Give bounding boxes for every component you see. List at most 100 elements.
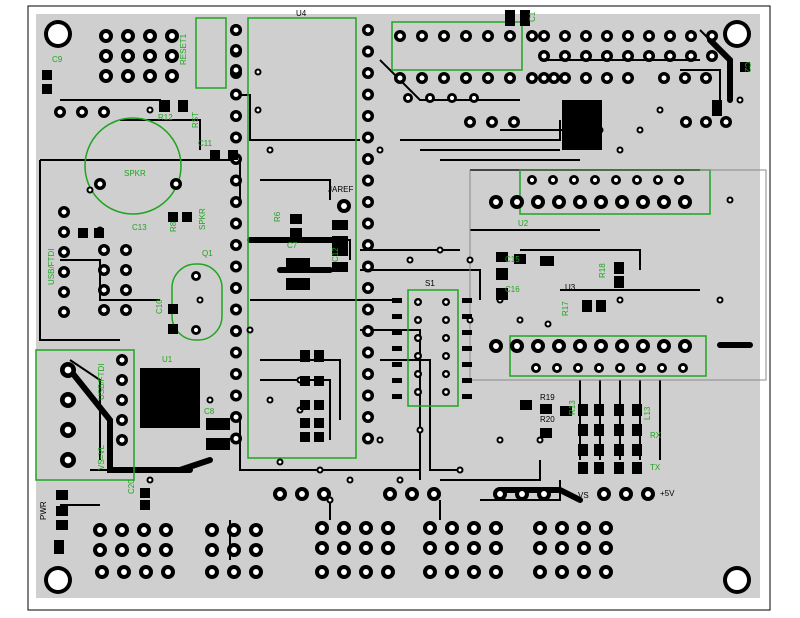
pad-hole [385,569,391,575]
pad-hole [233,91,239,98]
pad-hole [319,545,325,551]
label-vs: VS [578,491,589,500]
smd-pad [392,378,402,383]
smd-pad [300,350,310,362]
pad-hole [248,328,252,332]
pad-hole [493,343,499,349]
pad-hole [64,456,72,464]
smd-pad [290,228,302,238]
smd-pad [56,490,68,500]
smd-pad [332,220,348,230]
label-tx: TX [650,463,661,472]
pad-hole [233,67,239,73]
pad-hole [119,527,125,533]
label-r19: R19 [540,393,555,402]
label-c1: C1 [528,11,537,22]
pad-hole [121,569,127,575]
pad-hole [703,119,709,125]
pad-hole [209,527,215,533]
label-r13: R13 [568,400,577,415]
pad-hole [625,33,631,39]
smd-pad [332,262,348,272]
pad-hole [233,27,239,33]
label-spkr2: SPKR [198,208,207,230]
pad-hole [409,491,415,497]
pad-hole [147,73,153,79]
pad-hole [231,527,237,533]
smd-pad [514,254,526,264]
pad-hole [365,134,371,141]
pad-hole [655,177,661,183]
pad-hole [682,199,688,205]
pad-hole [541,53,547,59]
pad-hole [468,318,472,322]
smd-pad [182,212,192,222]
smd-pad [614,424,624,436]
pad-hole [638,128,642,132]
pad-hole [125,73,131,79]
pad-hole [467,119,473,125]
pad-hole [444,354,448,358]
pad-hole [64,366,72,374]
smd-pad [168,324,178,334]
smd-pad [632,462,642,474]
pad-hole [427,545,433,551]
pad-hole [64,426,72,434]
smd-pad [462,394,472,399]
pad-hole [398,478,402,482]
pad-hole [165,569,171,575]
smd-pad [578,424,588,436]
label-q1: Q1 [202,249,213,258]
label-c13: C13 [132,223,147,232]
smd-pad [42,84,52,94]
pad-hole [119,437,125,443]
label-l13: L13 [643,406,652,420]
pad-hole [583,75,589,81]
pad-hole [581,525,587,531]
pad-hole [458,468,462,472]
pad-hole [365,371,371,377]
pad-hole [449,545,455,551]
pad-hole [485,75,491,81]
smd-pad [392,346,402,351]
label-rx: RX [650,431,662,440]
pad-hole [529,75,535,81]
pad-hole [618,298,622,302]
pad-hole [119,357,125,363]
pad-hole [676,177,682,183]
header-mid-outline [509,335,707,377]
label-c20: C20 [127,479,136,494]
pad-hole [541,75,547,81]
pad-hole [231,547,237,553]
smd-pad [206,438,230,450]
pad-hole [738,98,742,102]
pad-hole [341,569,347,575]
pad-hole [123,267,129,273]
pad-hole [365,435,371,442]
smd-pad [160,100,170,112]
pad-hole [598,343,604,349]
pad-hole [682,343,688,349]
pad-hole [646,53,652,59]
pad-hole [348,478,352,482]
pad-hole [471,95,477,101]
pad-hole [583,33,589,39]
pad-hole [209,547,215,553]
pad-hole [256,70,260,74]
label-pwr: PWR [39,501,48,520]
pad-hole [537,525,543,531]
pad-hole [471,545,477,551]
pad-hole [365,263,371,270]
smd-pad [520,400,532,410]
smd-pad [578,462,588,474]
pad-hole [419,75,425,81]
label-usb-ftdi-2: USB/FTDI [97,364,106,400]
pad-hole [99,569,105,575]
pad-hole [541,491,547,497]
pad-hole [233,328,239,334]
smd-pad [228,150,238,160]
pad-hole [365,91,371,98]
pad-hole [661,343,667,349]
pad-hole [419,33,425,39]
pad-hole [529,33,535,39]
